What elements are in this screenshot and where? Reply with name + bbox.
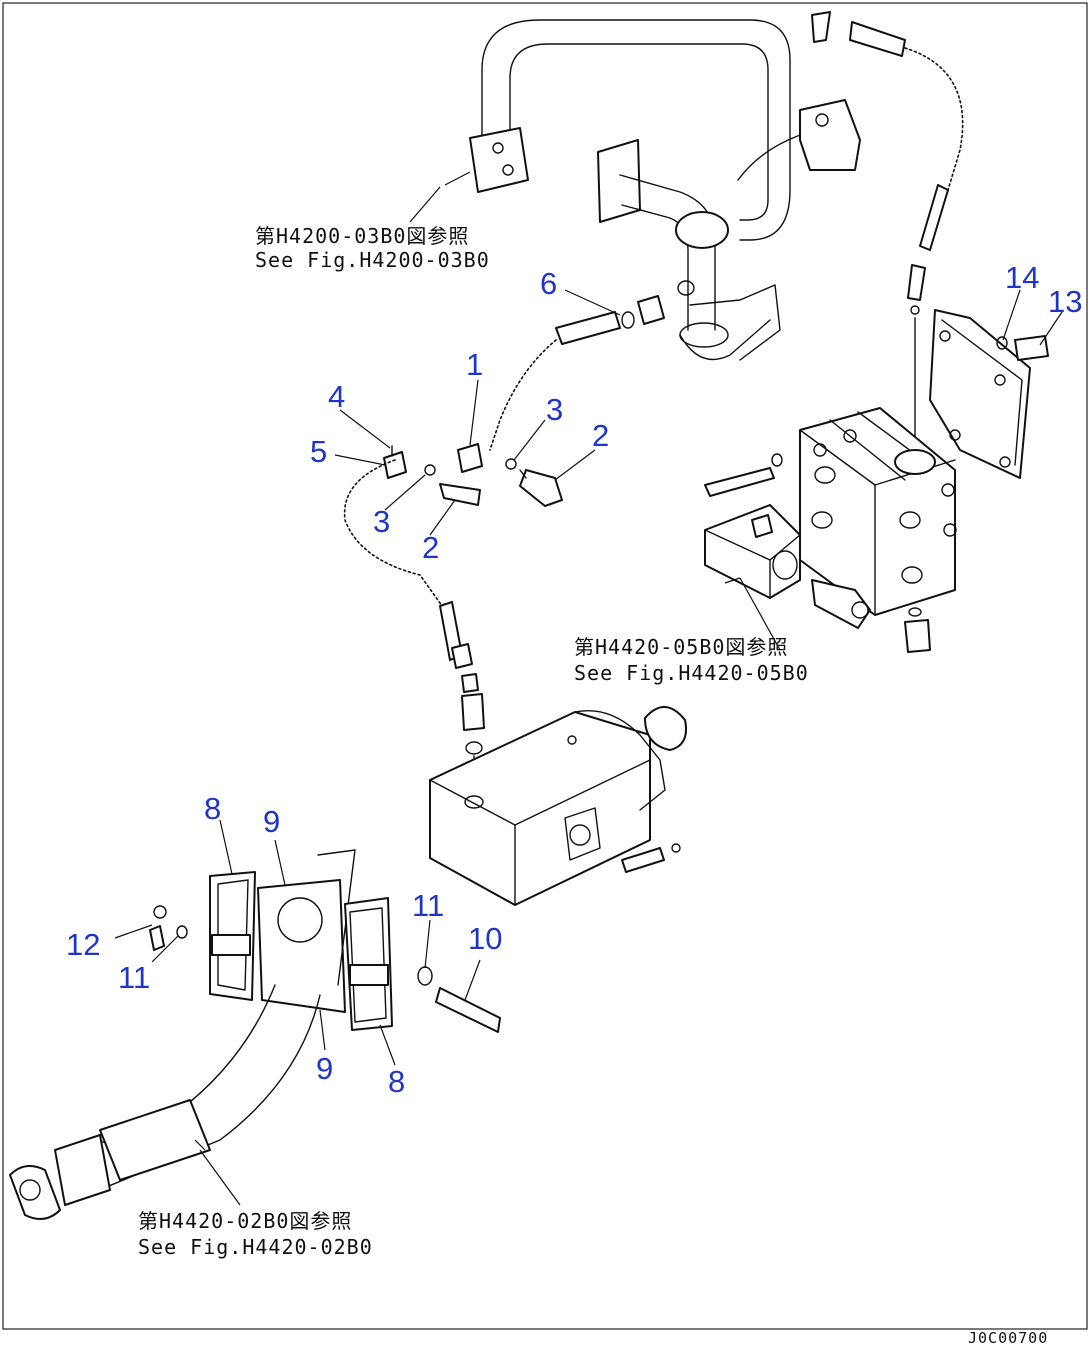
callout-13: 13: [1048, 284, 1082, 319]
callout-3b: 3: [373, 504, 390, 539]
leader-lines: [114, 171, 1063, 1206]
callout-11b: 11: [118, 960, 150, 995]
callout-3a: 3: [546, 392, 563, 427]
upper-right-valve-block: [737, 11, 964, 451]
ref-note-2-en: See Fig.H4420-05B0: [574, 661, 809, 685]
callout-14: 14: [1005, 260, 1039, 295]
callout-8b: 8: [388, 1064, 405, 1099]
callout-10: 10: [468, 921, 502, 956]
ref-note-3-jp: 第H4420-02B0図参照: [138, 1209, 352, 1233]
callout-2a: 2: [592, 418, 609, 453]
callout-11a: 11: [412, 888, 444, 923]
clamp-assembly: [149, 849, 501, 1033]
callout-2b: 2: [422, 530, 439, 565]
callout-5: 5: [310, 434, 327, 469]
ref-note-2-jp: 第H4420-05B0図参照: [574, 635, 788, 659]
elbow-pipe: [597, 139, 781, 361]
adapter-parts: [343, 295, 665, 611]
callout-4: 4: [328, 379, 345, 414]
ref-note-1-jp: 第H4200-03B0図参照: [255, 224, 469, 248]
callout-9b: 9: [316, 1051, 333, 1086]
ref-note-1-en: See Fig.H4200-03B0: [255, 248, 490, 272]
callout-6: 6: [540, 266, 557, 301]
valve-side-block: [704, 504, 931, 653]
suction-hose: [9, 984, 321, 1220]
pump-hose: [439, 601, 485, 791]
callout-1: 1: [466, 347, 483, 382]
ref-note-3-en: See Fig.H4420-02B0: [138, 1235, 373, 1259]
reference-notes: 第H4200-03B0図参照 See Fig.H4200-03B0 第H4420…: [138, 224, 809, 1259]
callout-8a: 8: [204, 791, 221, 826]
callout-12: 12: [66, 927, 100, 962]
callout-9a: 9: [263, 804, 280, 839]
drawing-number: J0C00700: [968, 1329, 1048, 1347]
pump-body: [429, 706, 687, 906]
control-valve: [704, 309, 1049, 616]
callout-numbers: 1 2 2 3 3 4 5 6 8 8 9 9 10 11 11 12 13 1…: [66, 260, 1082, 1099]
upper-steel-pipe: [469, 19, 791, 241]
